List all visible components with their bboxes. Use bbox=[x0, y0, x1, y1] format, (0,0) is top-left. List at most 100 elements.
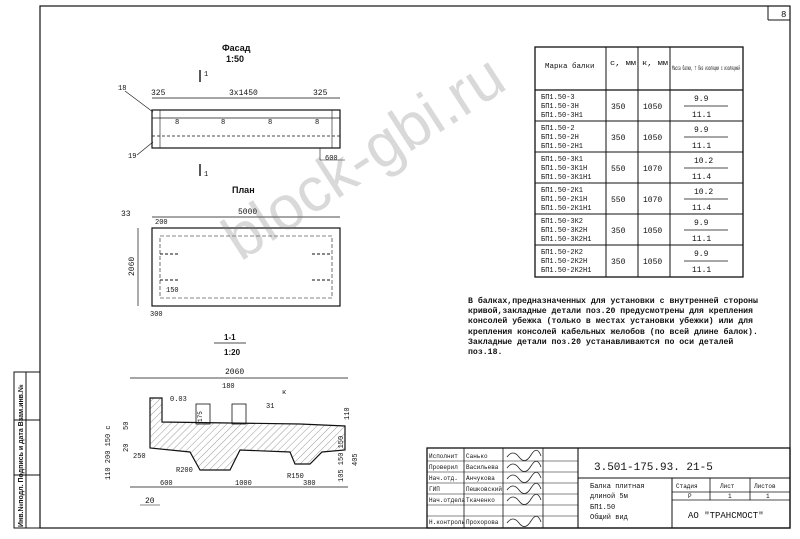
facade-section-mark-b: 1 bbox=[204, 171, 208, 179]
signature-icon bbox=[506, 471, 542, 483]
section-dim-50: 50 bbox=[123, 422, 131, 430]
section-dim-2060: 2060 bbox=[225, 368, 244, 377]
section-dim-180: 180 bbox=[222, 383, 235, 391]
facade-title: Фасад bbox=[222, 43, 251, 53]
table-cell-m2: 11.1 bbox=[692, 235, 711, 244]
table-cell-mark: БП1.50-2К1Н1 bbox=[541, 205, 591, 213]
table-cell-mark: БП1.50-3К1Н bbox=[541, 165, 587, 173]
title-block bbox=[426, 447, 791, 529]
plan-dim-200: 200 bbox=[155, 219, 168, 227]
table-cell-m2: 11.1 bbox=[692, 111, 711, 120]
table-cell-m1: 9.9 bbox=[694, 95, 709, 104]
facade-dim-600: 600 bbox=[325, 155, 338, 163]
stamp-role: Н.контроль bbox=[429, 519, 465, 526]
note-paragraph-2: Закладные детали поз.20 устанавливаются … bbox=[468, 337, 734, 358]
plan-dim-5000: 5000 bbox=[238, 208, 257, 217]
table-cell-mark: БП1.50-2К1Н bbox=[541, 196, 587, 204]
section-right-stack: 105 150 150 bbox=[338, 436, 346, 482]
table-cell-m2: 11.4 bbox=[692, 204, 711, 213]
table-cell-m2: 11.4 bbox=[692, 173, 711, 182]
section-dim-r200: R200 bbox=[176, 467, 193, 475]
table-cell-k: 1070 bbox=[643, 196, 662, 205]
plan-outline bbox=[151, 227, 341, 307]
table-cell-mark: БП1.50-3Н bbox=[541, 103, 579, 111]
table-cell-mark: БП1.50-2 bbox=[541, 125, 575, 133]
facade-section-mark: 1 bbox=[204, 71, 208, 79]
table-cell-c: 550 bbox=[611, 196, 626, 205]
mass-table bbox=[534, 46, 744, 278]
table-cell-m1: 9.9 bbox=[694, 250, 709, 259]
signature-icon bbox=[506, 515, 542, 527]
svg-text:8: 8 bbox=[221, 119, 225, 127]
section-callout-31: 31 bbox=[266, 403, 274, 411]
table-cell-mark: БП1.50-2К2 bbox=[541, 249, 583, 257]
section-dim-405: 405 bbox=[352, 453, 360, 466]
section-callout-20: 20 bbox=[145, 497, 155, 506]
stamp-name: Ткаченко bbox=[466, 497, 495, 504]
signature-icon bbox=[506, 460, 542, 472]
sheet-frame bbox=[39, 5, 791, 529]
section-dim-r150: R150 bbox=[287, 473, 304, 481]
doc-code: 3.501-175.93. 21-5 bbox=[594, 462, 713, 474]
table-cell-c: 550 bbox=[611, 165, 626, 174]
stamp-role: Исполнит bbox=[429, 453, 458, 460]
table-header-mark: Марка балки bbox=[545, 62, 595, 71]
table-cell-k: 1050 bbox=[643, 227, 662, 236]
section-outline bbox=[149, 397, 346, 471]
table-cell-k: 1050 bbox=[643, 103, 662, 112]
table-header-k: к, мм bbox=[642, 60, 668, 68]
facade-dim-mid: 3x1450 bbox=[229, 89, 258, 98]
section-mark: 1-1 bbox=[224, 333, 236, 342]
facade-dim-left: 325 bbox=[151, 89, 166, 98]
section-dim-20: 20 bbox=[123, 444, 131, 452]
section-dim-380: 380 bbox=[303, 480, 316, 488]
table-cell-c: 350 bbox=[611, 134, 626, 143]
sheets-value: 1 bbox=[766, 493, 770, 500]
table-cell-mark: БП1.50-3К2 bbox=[541, 218, 583, 226]
stamp-role: Нач.отд. bbox=[429, 475, 458, 482]
signature-icon bbox=[506, 449, 542, 461]
signature-icon bbox=[506, 482, 542, 494]
notes-block: В балках,предназначенных для установки с… bbox=[468, 297, 768, 358]
facade-scale: 1:50 bbox=[226, 54, 244, 64]
section-dim-1000: 1000 bbox=[235, 480, 252, 488]
table-cell-k: 1050 bbox=[643, 134, 662, 143]
table-cell-k: 1070 bbox=[643, 165, 662, 174]
table-cell-mark: БП1.50-2К1 bbox=[541, 187, 583, 195]
table-cell-mark: БП1.50-3К2Н1 bbox=[541, 236, 591, 244]
section-dim-250: 250 bbox=[133, 453, 146, 461]
plan-dim-300: 300 bbox=[150, 311, 163, 319]
section-label-k: к bbox=[282, 389, 286, 397]
stage-value: Р bbox=[688, 493, 692, 500]
table-cell-m1: 10.2 bbox=[694, 188, 713, 197]
stamp-name: Васильева bbox=[466, 464, 499, 471]
facade-callout-19: 19 bbox=[128, 153, 136, 161]
svg-text:8: 8 bbox=[315, 119, 319, 127]
table-cell-mark: БП1.50-2Н1 bbox=[541, 143, 583, 151]
facade-beam bbox=[151, 109, 341, 149]
organization: АО "ТРАНСМОСТ" bbox=[688, 511, 764, 521]
side-strip-text: Инв.№подл. Подпись и дата Взам.инв.№ bbox=[17, 384, 25, 527]
table-cell-mark: БП1.50-3К1Н1 bbox=[541, 174, 591, 182]
section-left-stack: 110 200 150 c bbox=[105, 425, 113, 480]
stamp-role: ГИП bbox=[429, 486, 440, 493]
signature-icon bbox=[506, 493, 542, 505]
section-dim-600: 600 bbox=[160, 480, 173, 488]
stamp-role: Проверил bbox=[429, 464, 458, 471]
table-cell-k: 1050 bbox=[643, 258, 662, 267]
plan-dim-2060: 2060 bbox=[128, 257, 137, 276]
section-dim-110: 110 bbox=[344, 407, 352, 420]
plan-callout-33: 33 bbox=[121, 210, 131, 219]
table-cell-c: 350 bbox=[611, 227, 626, 236]
note-paragraph-1: В балках,предназначенных для установки с… bbox=[468, 297, 758, 337]
table-cell-mark: БП1.50-3Н1 bbox=[541, 112, 583, 120]
stamp-name: Пешковский bbox=[466, 486, 502, 493]
table-header-mass: Масса балки, т без изоляции с изоляцией bbox=[672, 65, 740, 72]
table-cell-m1: 9.9 bbox=[694, 126, 709, 135]
